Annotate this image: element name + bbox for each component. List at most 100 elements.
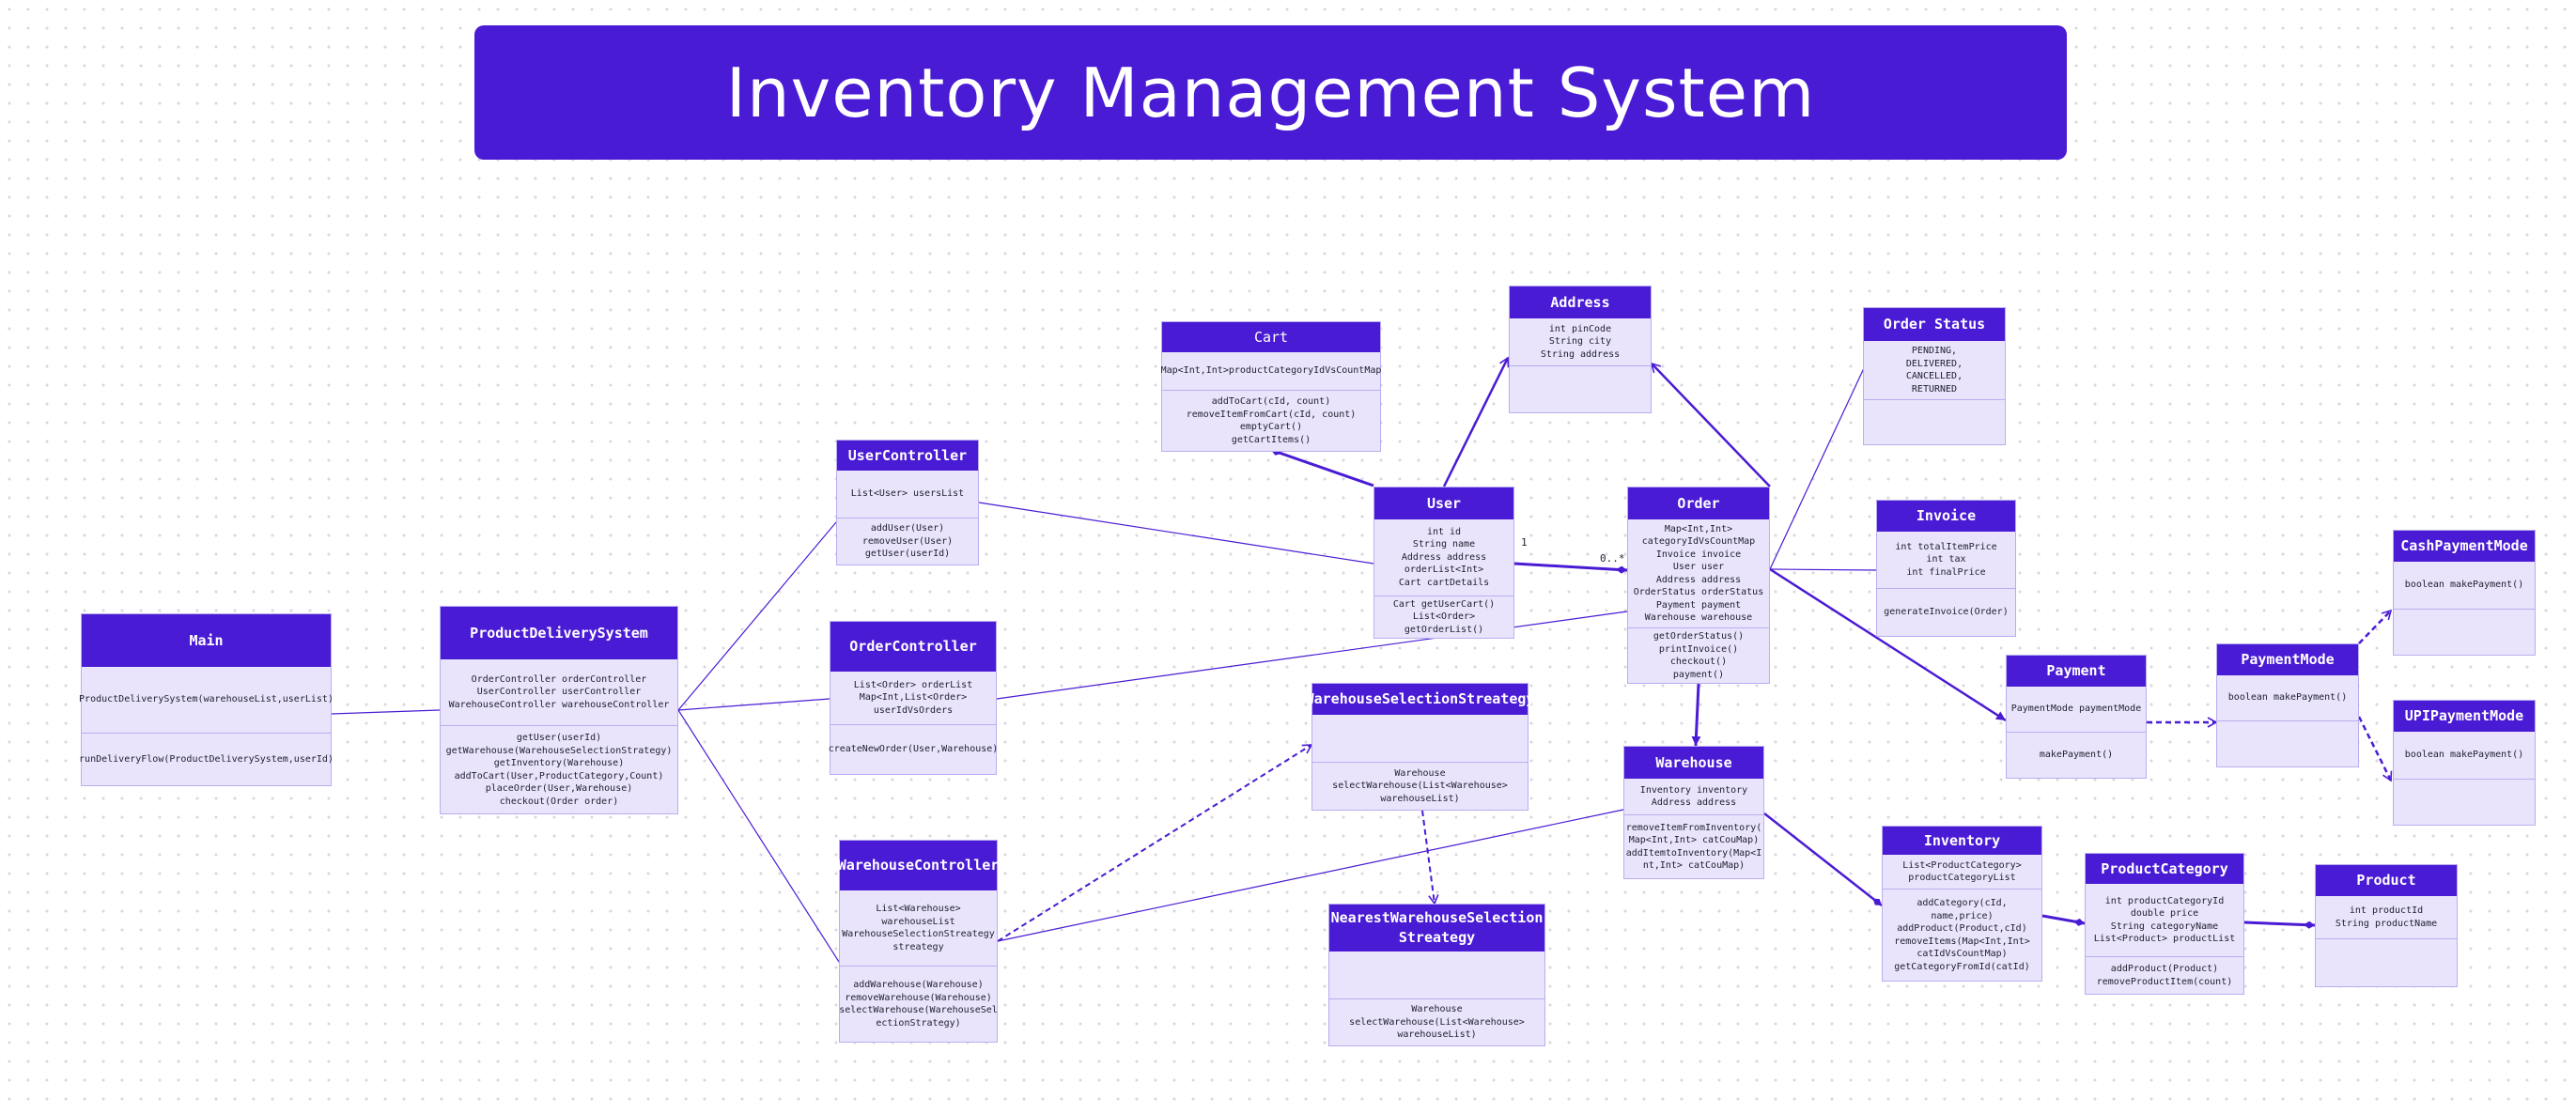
class-attributes: boolean makePayment() bbox=[2217, 675, 2358, 720]
class-name-text: ProductCategory bbox=[2101, 859, 2228, 877]
class-methods bbox=[1510, 365, 1651, 412]
class-attributes: List<User> usersList bbox=[837, 471, 978, 518]
attribute-line: Address address bbox=[1655, 574, 1742, 585]
link-ordercontroller-order bbox=[996, 611, 1628, 700]
link-order-payment bbox=[1769, 567, 2007, 722]
class-name-text: Order bbox=[1677, 494, 1720, 512]
method-line: Warehouse bbox=[1411, 1004, 1463, 1015]
class-name: WarehouseController bbox=[838, 841, 999, 890]
class-name-text: Invoice bbox=[1916, 507, 1977, 524]
method-line: getCartItems() bbox=[1231, 434, 1311, 445]
class-name-text: UserController bbox=[847, 446, 968, 464]
method-line: emptyCart() bbox=[1239, 422, 1303, 432]
method-line: printInvoice() bbox=[1658, 643, 1739, 655]
class-name-text: Order Status bbox=[1883, 316, 1986, 333]
attribute-line: userIdVsOrders bbox=[873, 704, 954, 716]
attribute-line: UserController userController bbox=[476, 687, 642, 698]
link-pds-ordercontroller bbox=[677, 698, 830, 711]
class-name-text: Warehouse bbox=[1655, 753, 1732, 771]
link-paymentmode-cash bbox=[2358, 609, 2393, 644]
class-name-text: WarehouseSelectionStreategy bbox=[1305, 690, 1535, 707]
attribute-line: Warehouse warehouse bbox=[1644, 612, 1753, 623]
method-line: List<Order> getOrderList() bbox=[1404, 611, 1484, 635]
class-methods: generateInvoice(Order) bbox=[1877, 588, 2015, 636]
diagram-title: Inventory Management System bbox=[725, 53, 1816, 132]
link-warehousecontroller-warehouse bbox=[997, 809, 1624, 942]
method-line: Map<Int,Int> catCouMap) bbox=[1628, 835, 1760, 845]
class-name-text: NearestWarehouseSelection Streategy bbox=[1330, 909, 1544, 946]
class-name-text: UPIPaymentMode bbox=[2404, 707, 2524, 724]
attribute-line: int pinCode bbox=[1548, 323, 1612, 334]
class-name-text: Inventory bbox=[1923, 831, 2001, 849]
attribute-line: int finalPrice bbox=[1906, 566, 1986, 578]
method-line: removeProductItem(count) bbox=[2096, 976, 2233, 987]
method-line: removeItems(Map<Int,Int> bbox=[1894, 936, 2030, 947]
link-pds-usercontroller bbox=[677, 521, 837, 711]
attribute-line: Inventory inventory bbox=[1639, 784, 1748, 796]
link-warehousecontroller-wss bbox=[997, 744, 1313, 942]
class-methods: getUser(userId)getWarehouse(WarehouseSel… bbox=[441, 725, 677, 813]
method-line: Cart getUserCart() bbox=[1392, 598, 1496, 610]
method-line: addProduct(Product,cId) bbox=[1897, 923, 2027, 934]
attribute-line: double price bbox=[2130, 908, 2199, 919]
class-attributes bbox=[1312, 715, 1528, 762]
class-methods bbox=[1864, 399, 2005, 444]
method-line: ectionStrategy) bbox=[876, 1017, 961, 1029]
attribute-line: streategy bbox=[892, 941, 944, 952]
class-attributes: ProductDeliverySystem(warehouseList,user… bbox=[79, 667, 334, 733]
method-line: selectWarehouse(List<Warehouse> bbox=[1332, 781, 1508, 792]
attribute-line: Map<Int,Int>productCategoryIdVsCountMap bbox=[1160, 365, 1382, 377]
attribute-line: Address address bbox=[1651, 797, 1737, 808]
attribute-line: int tax bbox=[1926, 554, 1966, 565]
method-line: selectWarehouse(WarehouseSel bbox=[839, 1005, 998, 1015]
class-methods: getOrderStatus()printInvoice()checkout()… bbox=[1628, 627, 1769, 683]
attribute-line: int id bbox=[1426, 526, 1462, 537]
class-methods: addUser(User)removeUser(User)getUser(use… bbox=[837, 518, 978, 565]
method-line: removeUser(User) bbox=[861, 535, 954, 547]
attribute-line: List<Warehouse> bbox=[876, 904, 961, 914]
attribute-line: OrderStatus orderStatus bbox=[1633, 587, 1764, 597]
link-paymentmode-upi bbox=[2357, 716, 2393, 782]
class-name: CashPaymentMode bbox=[2394, 531, 2535, 562]
class-name: NearestWarehouseSelection Streategy bbox=[1329, 905, 1544, 952]
class-name: Order bbox=[1628, 487, 1769, 519]
attribute-line: DELIVERED, bbox=[1905, 358, 1963, 369]
class-name: Cart bbox=[1162, 322, 1380, 352]
attribute-line: WarehouseController warehouseController bbox=[448, 699, 670, 710]
class-methods: addCategory(cId, name,price)addProduct(P… bbox=[1883, 889, 2041, 981]
method-line: warehouseList) bbox=[1380, 793, 1460, 804]
class-name: ProductCategory bbox=[2086, 854, 2243, 884]
attribute-line: Invoice invoice bbox=[1655, 549, 1742, 560]
method-line: Warehouse bbox=[1394, 767, 1446, 779]
attribute-line: ProductDeliverySystem(warehouseList,user… bbox=[79, 694, 334, 705]
class-methods: addToCart(cId, count)removeItemFromCart(… bbox=[1162, 390, 1380, 451]
class-name: Warehouse bbox=[1624, 747, 1763, 779]
method-line: checkout(Order order) bbox=[499, 796, 619, 807]
